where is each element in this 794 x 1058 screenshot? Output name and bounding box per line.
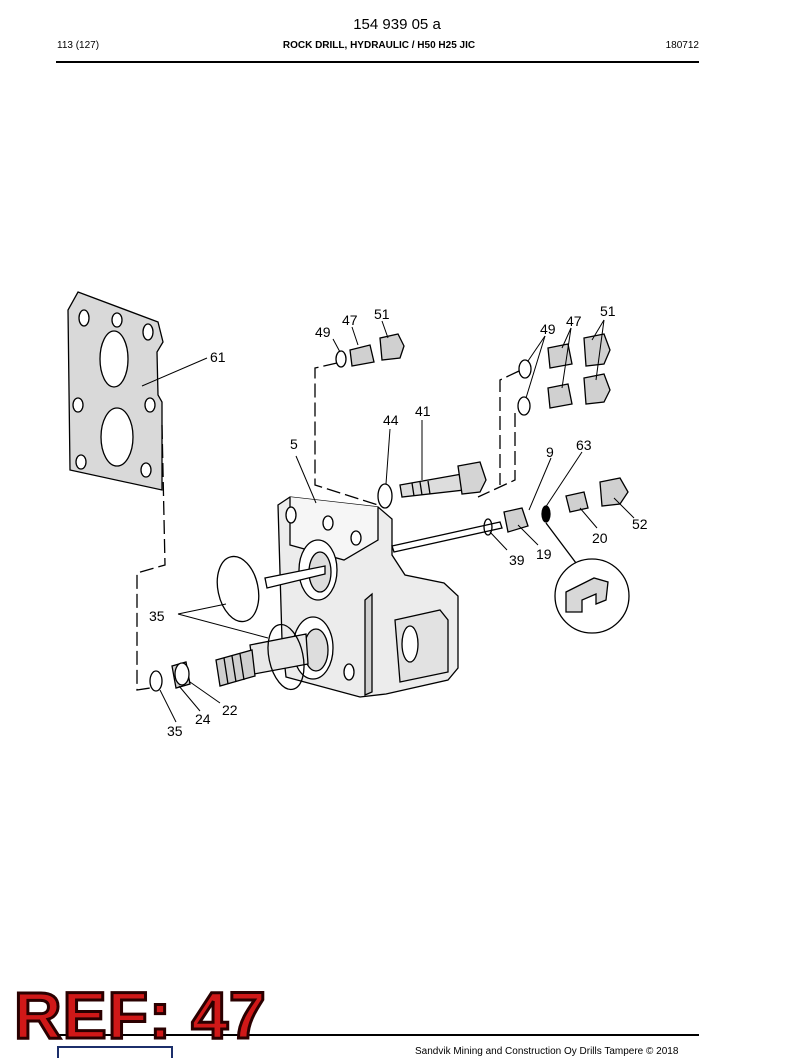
gasket-bolt-hole	[142, 323, 154, 341]
callout-20: 20	[592, 530, 608, 546]
housing-hole	[285, 506, 297, 524]
callout-47: 47	[566, 313, 582, 329]
gasket-part	[67, 291, 164, 491]
o-ring-small	[149, 670, 163, 692]
callout-47: 47	[342, 312, 358, 328]
bolt-part	[399, 473, 465, 498]
nut-fitting	[379, 333, 405, 361]
page-indicator: 113 (127)	[57, 40, 100, 51]
callout-5: 5	[290, 436, 298, 452]
callout-19: 19	[536, 546, 552, 562]
callout-51: 51	[600, 303, 616, 319]
callout-22: 22	[222, 702, 238, 718]
model-text: / H50 H25 JIC	[408, 40, 476, 51]
shaft-rod	[264, 565, 326, 589]
adapter-fitting	[547, 383, 573, 409]
seal-ring	[517, 396, 531, 416]
adapter-fitting	[565, 491, 589, 513]
seal-ring	[335, 350, 347, 368]
housing-hole	[322, 515, 334, 531]
nut-fitting	[583, 373, 611, 405]
long-rod	[391, 521, 503, 553]
detail-section	[565, 577, 609, 613]
brand-logo	[57, 1046, 173, 1058]
gasket-hole	[100, 407, 134, 467]
gasket-hole	[99, 330, 129, 388]
seal-ring	[483, 518, 493, 536]
callout-44: 44	[383, 412, 399, 428]
o-ring	[267, 623, 305, 691]
plug-face	[174, 662, 190, 686]
gasket-bolt-hole	[78, 309, 90, 327]
callout-24: 24	[195, 711, 211, 727]
callout-9: 9	[546, 444, 554, 460]
callout-35: 35	[167, 723, 183, 739]
document-number: 154 939 05 a	[353, 16, 441, 33]
nut-fitting	[599, 477, 629, 507]
callout-41: 41	[415, 403, 431, 419]
adapter-fitting	[349, 344, 375, 367]
callout-52: 52	[632, 516, 648, 532]
callout-63: 63	[576, 437, 592, 453]
title-text: ROCK DRILL, HYDRAULIC	[282, 40, 409, 51]
o-ring	[216, 555, 260, 623]
washer-part	[377, 483, 393, 509]
callout-39: 39	[509, 552, 525, 568]
housing-hole	[343, 663, 355, 681]
callout-61: 61	[210, 349, 226, 365]
page-title: ROCK DRILL, HYDRAULIC / H50 H25 JIC	[0, 40, 758, 51]
assembly-lines	[136, 362, 520, 691]
seal-ring-black	[541, 505, 551, 523]
gasket-bolt-hole	[75, 454, 87, 470]
housing-rib	[364, 592, 373, 696]
callout-35: 35	[149, 608, 165, 624]
gasket-bolt-hole	[144, 397, 156, 413]
footer-rule	[56, 1034, 699, 1036]
housing-hole	[350, 530, 362, 546]
callout-49: 49	[315, 324, 331, 340]
gasket-bolt-hole	[72, 397, 84, 413]
ref-stamp: REF: 47	[13, 978, 268, 1052]
callout-49: 49	[540, 321, 556, 337]
adapter-fitting	[503, 507, 529, 533]
spline-gear	[215, 649, 256, 687]
gasket-bolt-hole	[140, 462, 152, 478]
callout-51: 51	[374, 306, 390, 322]
leader-lines	[141, 319, 635, 723]
bolt-head	[457, 461, 487, 495]
housing-pump-face	[401, 625, 419, 663]
seal-ring	[518, 359, 532, 379]
gasket-bolt-hole	[111, 312, 123, 328]
header-rule	[56, 61, 699, 63]
copyright-text: Sandvik Mining and Construction Oy Drill…	[415, 1046, 679, 1057]
date-code: 180712	[665, 40, 699, 51]
nut-fitting	[583, 333, 611, 367]
